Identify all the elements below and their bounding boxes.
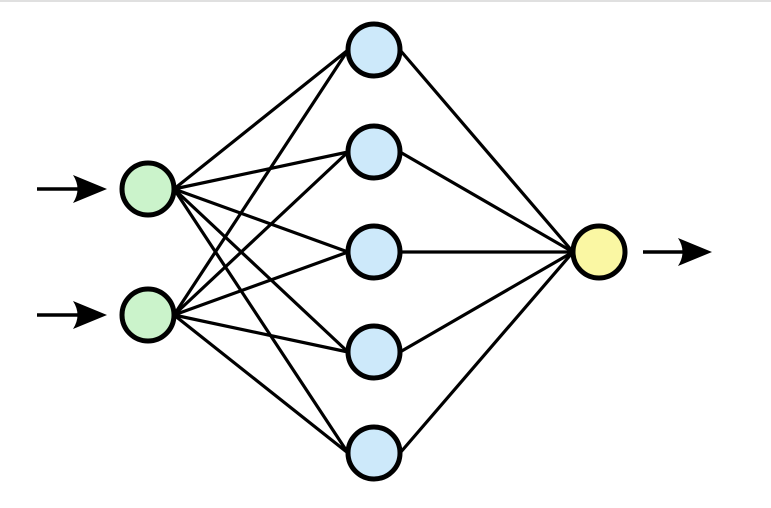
edge-line <box>173 250 349 317</box>
edges-group <box>172 48 575 455</box>
edge-line <box>172 188 350 454</box>
edge-line <box>173 187 349 254</box>
edge-line <box>398 250 575 455</box>
edge-line <box>173 48 349 191</box>
edge-line <box>399 150 574 254</box>
edge-line <box>172 187 350 354</box>
hidden-node <box>345 424 403 482</box>
edge-line <box>172 150 350 317</box>
hidden-node <box>345 123 403 181</box>
output-node <box>570 223 628 281</box>
edge-line <box>173 313 349 354</box>
hidden-node <box>345 223 403 281</box>
nodes-group <box>119 21 628 482</box>
output-arrow-head-icon <box>678 238 712 266</box>
edge-line <box>399 250 574 354</box>
arrows-group <box>37 175 712 329</box>
hidden-node <box>345 21 403 79</box>
edge-line <box>172 49 350 316</box>
window-top-border <box>0 0 771 2</box>
edge-line <box>173 313 349 455</box>
edge-line <box>398 48 575 254</box>
input-arrow-head-icon <box>73 175 107 203</box>
hidden-node <box>345 323 403 381</box>
input-arrow-head-icon <box>73 301 107 329</box>
edge-line <box>173 150 349 191</box>
input-node <box>119 286 177 344</box>
input-node <box>119 160 177 218</box>
